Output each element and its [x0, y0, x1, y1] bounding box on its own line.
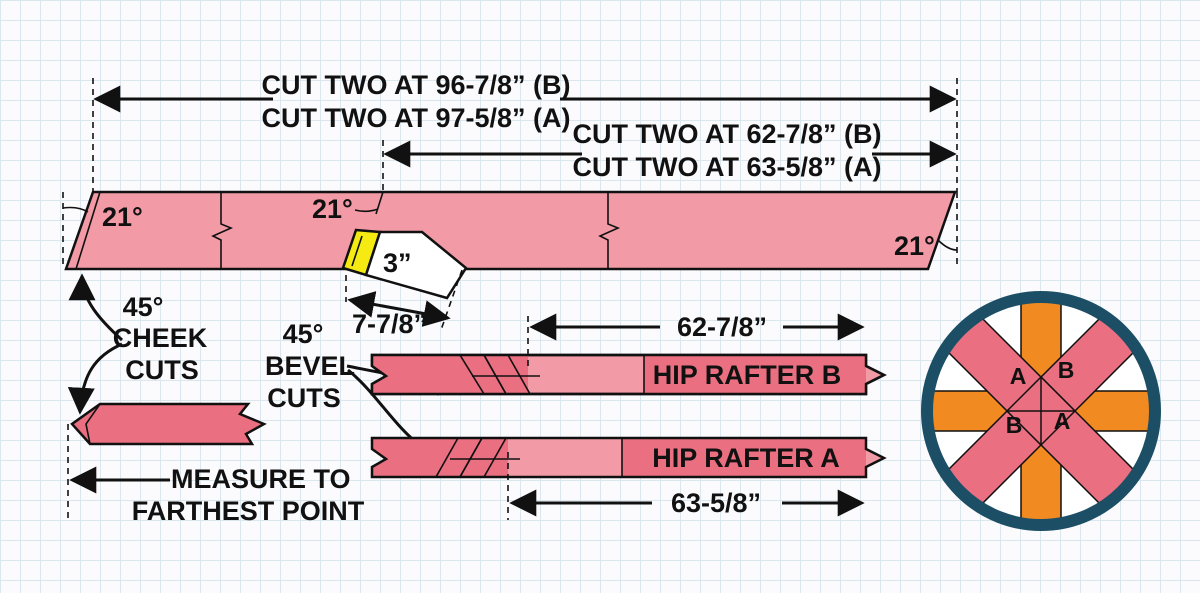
cheek-cuts-angle: 45°	[123, 292, 164, 322]
angle-middle: 21°	[312, 194, 353, 224]
partial-length-label-a: CUT TWO AT 63-5/8” (A)	[573, 152, 882, 182]
hip-rafter-b-dimension-label: 62-7/8”	[677, 312, 767, 342]
partial-length-dimension: CUT TWO AT 62-7/8” (B) CUT TWO AT 63-5/8…	[382, 119, 957, 192]
offset-label: 3”	[383, 248, 412, 278]
plan-view: A B B A	[921, 291, 1161, 531]
bevel-cuts-word2: CUTS	[267, 383, 341, 413]
hip-rafter-a: HIP RAFTER A	[370, 436, 887, 479]
offset-dimension-label: 7-7/8”	[352, 309, 427, 339]
cheek-cuts-word2: CUTS	[125, 355, 199, 385]
hip-rafter-a-dimension: 63-5/8”	[507, 452, 865, 520]
plan-label-upper-right: B	[1058, 357, 1075, 383]
hip-rafter-a-dimension-label: 63-5/8”	[671, 488, 761, 518]
cheek-cuts-word1: CHEEK	[113, 323, 208, 353]
hip-rafter-a-label: HIP RAFTER A	[652, 443, 840, 473]
angle-left: 21°	[102, 202, 143, 232]
main-board: 21° 21°	[62, 190, 958, 271]
bevel-cuts-angle: 45°	[283, 319, 324, 349]
overall-length-dimension: CUT TWO AT 96-7/8” (B) CUT TWO AT 97-5/8…	[92, 70, 958, 192]
cheek-cuts-note: 45° CHEEK CUTS	[67, 273, 208, 415]
cheek-board	[70, 402, 267, 446]
hip-rafter-b: HIP RAFTER B	[370, 353, 887, 396]
hip-rafter-b-label: HIP RAFTER B	[653, 360, 842, 390]
hip-rafter-b-dimension: 62-7/8”	[527, 312, 865, 370]
overall-length-label-a: CUT TWO AT 97-5/8” (A)	[262, 103, 571, 133]
plan-label-upper-left: A	[1010, 363, 1027, 389]
plan-label-lower-right: A	[1054, 408, 1071, 434]
bevel-cuts-word1: BEVEL	[265, 351, 355, 381]
offset-block: 3” 21° 7-7/8”	[312, 191, 468, 339]
partial-length-label-b: CUT TWO AT 62-7/8” (B)	[573, 119, 882, 149]
measure-note: MEASURE TO FARTHEST POINT	[67, 424, 365, 526]
overall-length-label-b: CUT TWO AT 96-7/8” (B)	[262, 70, 571, 100]
angle-right: 21°	[894, 231, 935, 261]
measure-note-line1: MEASURE TO	[171, 464, 351, 494]
measure-note-line2: FARTHEST POINT	[132, 496, 365, 526]
plan-label-lower-left: B	[1006, 412, 1023, 438]
